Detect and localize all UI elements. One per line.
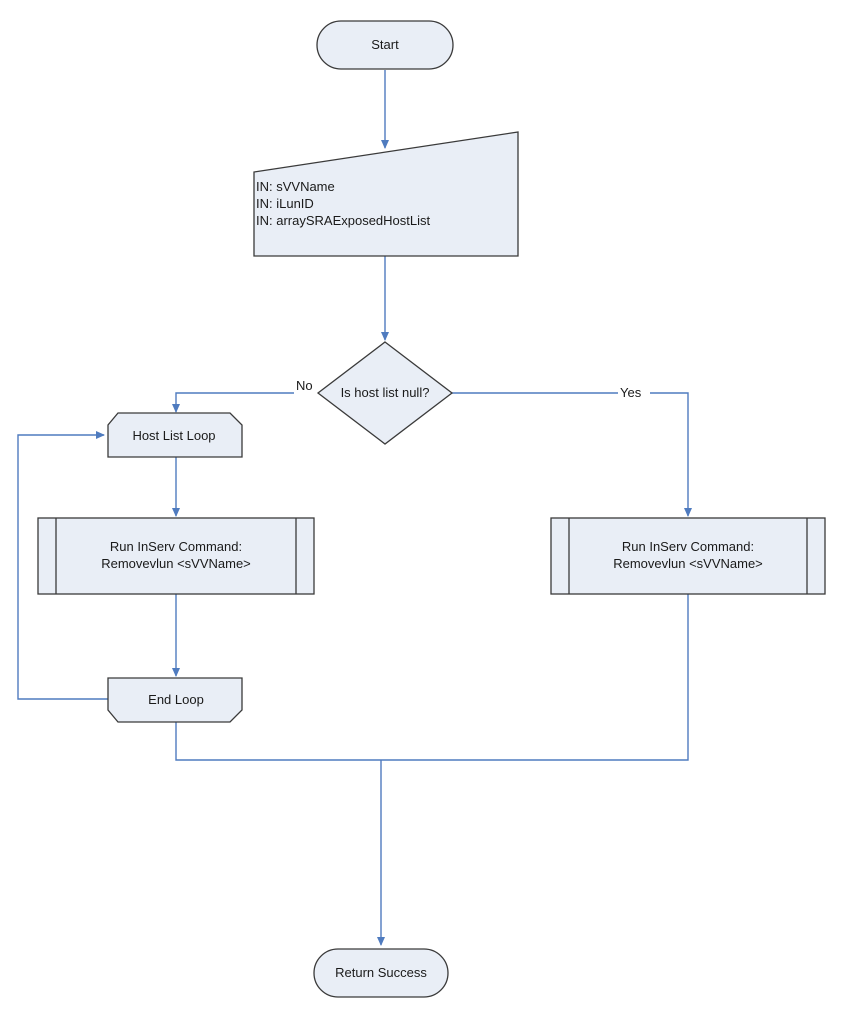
connectors — [17, 70, 692, 946]
start-node: Start — [316, 20, 454, 70]
decision-label: Is host list null? — [341, 385, 430, 400]
run-right-node: Run InServ Command: Removevlun <sVVName> — [550, 517, 826, 595]
decision-node: Is host list null? — [316, 341, 454, 445]
input-line-2: IN: iLunID — [256, 196, 314, 211]
end-label: Return Success — [335, 965, 427, 980]
run-right-line-2: Removevlun <sVVName> — [613, 556, 763, 571]
loop-end-node: End Loop — [107, 677, 243, 723]
run-left-node: Run InServ Command: Removevlun <sVVName> — [37, 517, 315, 595]
loop-end-label: End Loop — [148, 692, 204, 707]
run-right-line-1: Run InServ Command: — [622, 539, 754, 554]
connector-loop-back — [17, 431, 108, 700]
connector-decision-no — [172, 392, 318, 413]
edge-label-no-group: No — [294, 377, 318, 395]
loop-start-node: Host List Loop — [107, 412, 243, 458]
input-node: IN: sVVName IN: iLunID IN: arraySRAExpos… — [253, 131, 519, 257]
connector-endloop-to-merge — [175, 722, 381, 761]
edge-label-yes-group: Yes — [618, 384, 650, 402]
connector-decision-yes — [452, 392, 692, 517]
input-line-3: IN: arraySRAExposedHostList — [256, 213, 431, 228]
end-node: Return Success — [313, 948, 449, 998]
edge-label-no: No — [296, 378, 313, 393]
run-left-line-1: Run InServ Command: — [110, 539, 242, 554]
edge-label-yes: Yes — [620, 385, 642, 400]
loop-start-label: Host List Loop — [132, 428, 215, 443]
input-line-1: IN: sVVName — [256, 179, 335, 194]
start-label: Start — [371, 37, 399, 52]
connector-run-right-to-merge — [381, 594, 689, 761]
run-left-line-2: Removevlun <sVVName> — [101, 556, 251, 571]
